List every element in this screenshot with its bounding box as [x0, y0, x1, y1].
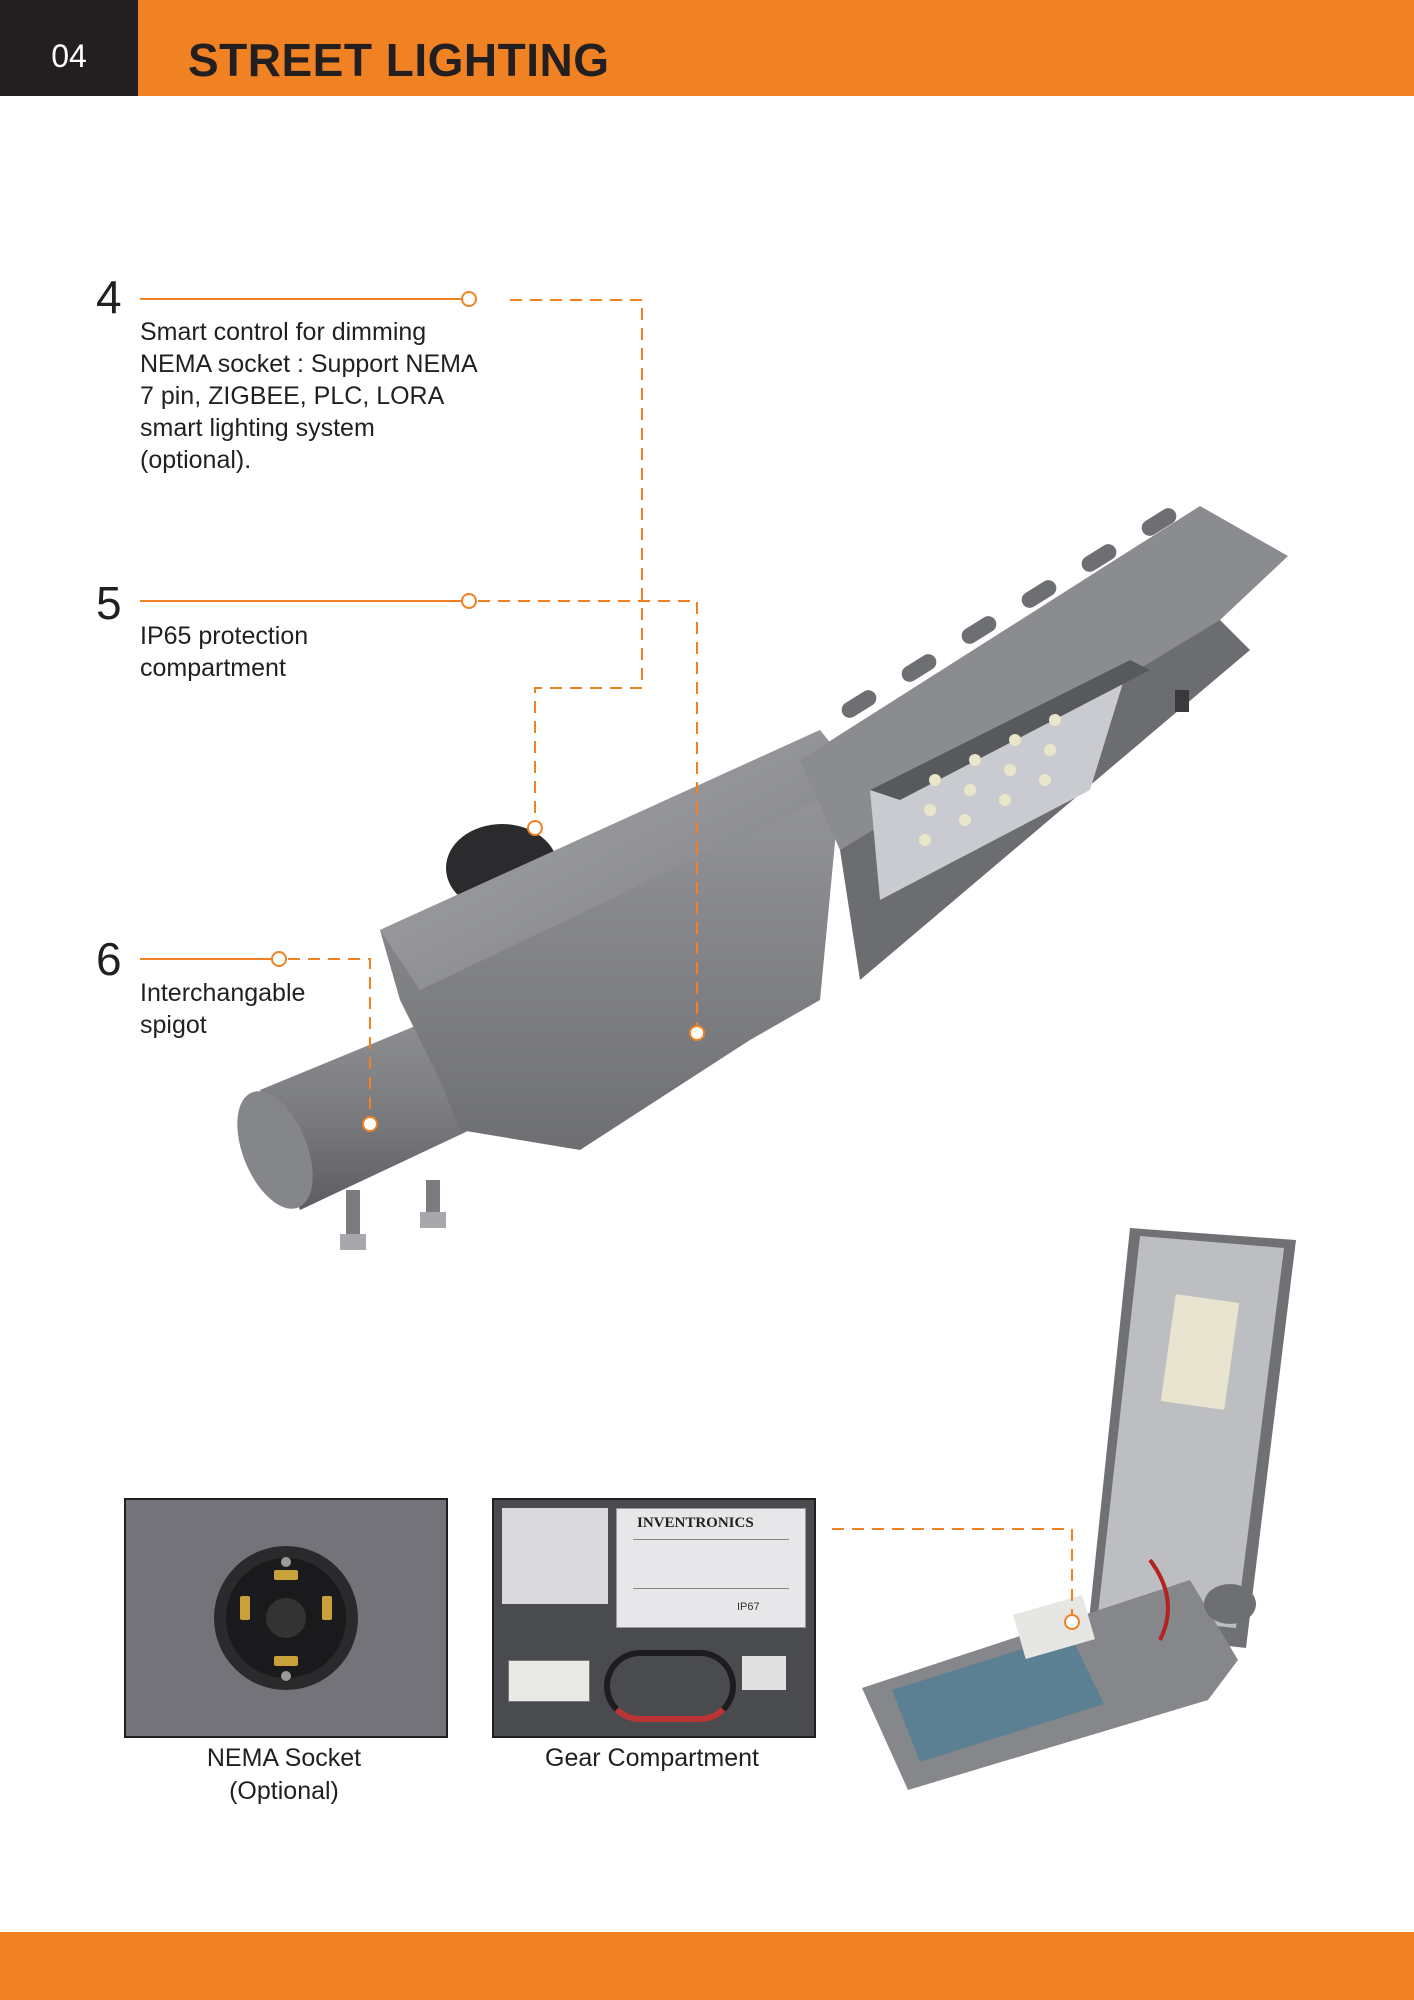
connector-block [742, 1656, 786, 1690]
feature-number-5: 5 [96, 577, 122, 629]
nema-socket-icon [214, 1546, 358, 1690]
driver-rating: IP67 [737, 1601, 760, 1613]
nema-socket-photo [124, 1498, 448, 1738]
nema-caption-line2: (Optional) [229, 1777, 339, 1805]
page-number: 04 [0, 0, 138, 96]
housing [380, 506, 1288, 1150]
feature-text-4: Smart control for dimming NEMA socket : … [140, 318, 477, 474]
wiring [604, 1650, 736, 1722]
gear-caption: Gear Compartment [545, 1744, 759, 1772]
driver-label-panel: INVENTRONICS IP67 [616, 1508, 806, 1628]
nema-caption-line1: NEMA Socket [206, 1744, 362, 1772]
gear-callout [832, 1528, 1080, 1630]
feature-number-4: 4 [96, 271, 122, 323]
driver-side-label [502, 1508, 608, 1604]
page-title: STREET LIGHTING [188, 34, 610, 86]
gear-compartment-photo: INVENTRONICS IP67 [492, 1498, 816, 1738]
spigot [237, 1020, 470, 1250]
footer-bar [0, 1932, 1414, 2000]
header-bar: 04 STREET LIGHTING [0, 0, 1414, 96]
open-housing-illustration [862, 1228, 1296, 1790]
callout-4 [140, 291, 643, 836]
feature-number-6: 6 [96, 933, 122, 985]
driver-label-lines [633, 1539, 789, 1589]
callout-6 [140, 951, 378, 1132]
feature-text-5: IP65 protection compartment [140, 622, 309, 682]
callout-5 [140, 593, 705, 1041]
feature-text-6: Interchangable spigot [140, 979, 306, 1039]
driver-brand: INVENTRONICS [637, 1515, 754, 1531]
terminal-block [508, 1660, 590, 1702]
nema-caption: NEMA Socket (Optional) [124, 1742, 444, 1808]
